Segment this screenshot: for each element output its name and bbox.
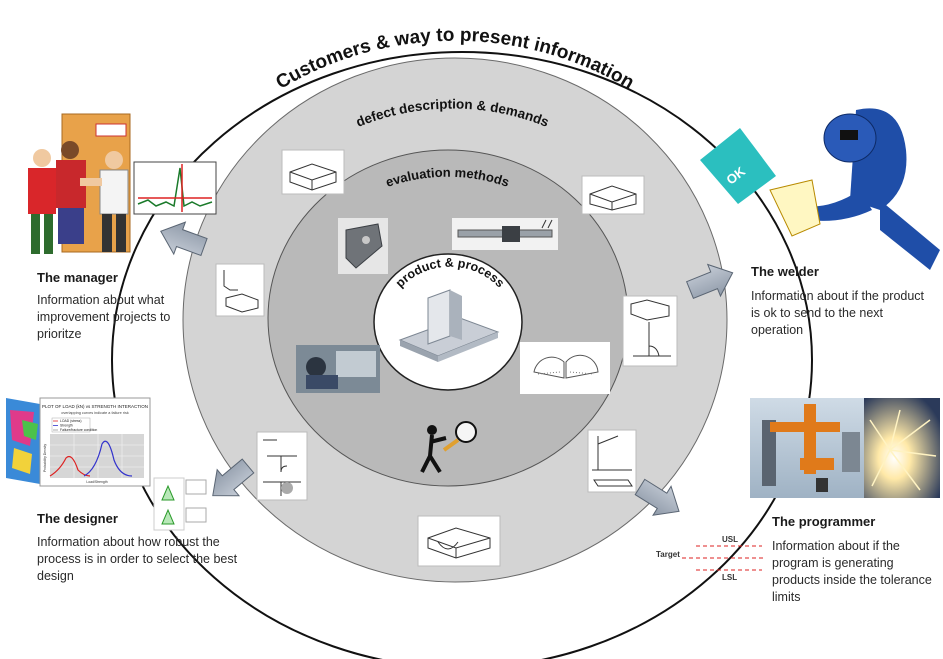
manager-info: Information about what improvement proje… xyxy=(37,293,171,341)
designer-chart-title: PLOT OF LOAD (kN) vs STRENGTH INTERACTIO… xyxy=(42,404,148,409)
welder-illustration xyxy=(769,108,940,270)
designer-title: The designer xyxy=(37,511,118,526)
robot-cell-image xyxy=(750,398,864,498)
designer-chart-subtitle: overlapping curves indicate a failure ri… xyxy=(61,411,129,415)
designer-legend-failure: Failure/fracture condition xyxy=(60,428,97,432)
weld-sketch-icon xyxy=(581,175,645,215)
manager-title: The manager xyxy=(37,270,118,285)
arrow-to-manager xyxy=(160,221,208,257)
t-joint-product-icon xyxy=(398,289,500,362)
designer-chart-ylabel: Probability Density xyxy=(43,444,47,472)
welder-title: The welder xyxy=(751,264,819,279)
designer-legend-strength: Strength xyxy=(60,424,73,428)
designer-distribution-sketch xyxy=(153,477,207,531)
operator-photo-icon xyxy=(296,345,380,393)
weld-section-icon xyxy=(587,429,637,493)
fillet-sketch-icon xyxy=(622,295,678,367)
arrow-to-designer xyxy=(212,458,255,497)
designer-chart-xlabel: Load/Strength xyxy=(86,480,107,484)
manager-team-illustration xyxy=(28,113,131,254)
welding-sparks-image xyxy=(864,398,940,498)
ok-badge-icon: OK xyxy=(700,128,776,204)
designer-info: Information about how robust the process… xyxy=(37,535,238,583)
lsl-label: LSL xyxy=(722,573,737,582)
weld-gauge-icon xyxy=(520,342,610,394)
inspector-magnifier-icon xyxy=(420,421,477,474)
arrow-to-welder xyxy=(685,263,734,299)
programmer-info: Information about if the program is gene… xyxy=(772,539,932,604)
target-label: Target xyxy=(656,550,680,559)
tolerance-limits-sketch: USL Target LSL xyxy=(656,535,766,582)
metal-part-photo-icon xyxy=(338,218,388,274)
designer-rainbow-map xyxy=(6,398,40,484)
welder-info: Information about if the product is ok t… xyxy=(751,289,925,337)
usl-label: USL xyxy=(722,535,738,544)
caliper-icon xyxy=(452,218,558,250)
programmer-title: The programmer xyxy=(772,514,876,529)
designer-stress-strength-chart: PLOT OF LOAD (kN) vs STRENGTH INTERACTIO… xyxy=(39,397,151,487)
manager-trend-chart xyxy=(133,161,217,215)
weld-sketch-icon xyxy=(417,515,501,567)
weld-sketch-icon xyxy=(281,149,345,195)
fillet-sketch-icon xyxy=(215,263,265,317)
outer-circle-line xyxy=(111,51,813,659)
arrow-to-programmer xyxy=(634,478,680,516)
weld-section-icon xyxy=(256,431,308,501)
designer-legend-load: LOAD (stress) xyxy=(60,419,81,423)
